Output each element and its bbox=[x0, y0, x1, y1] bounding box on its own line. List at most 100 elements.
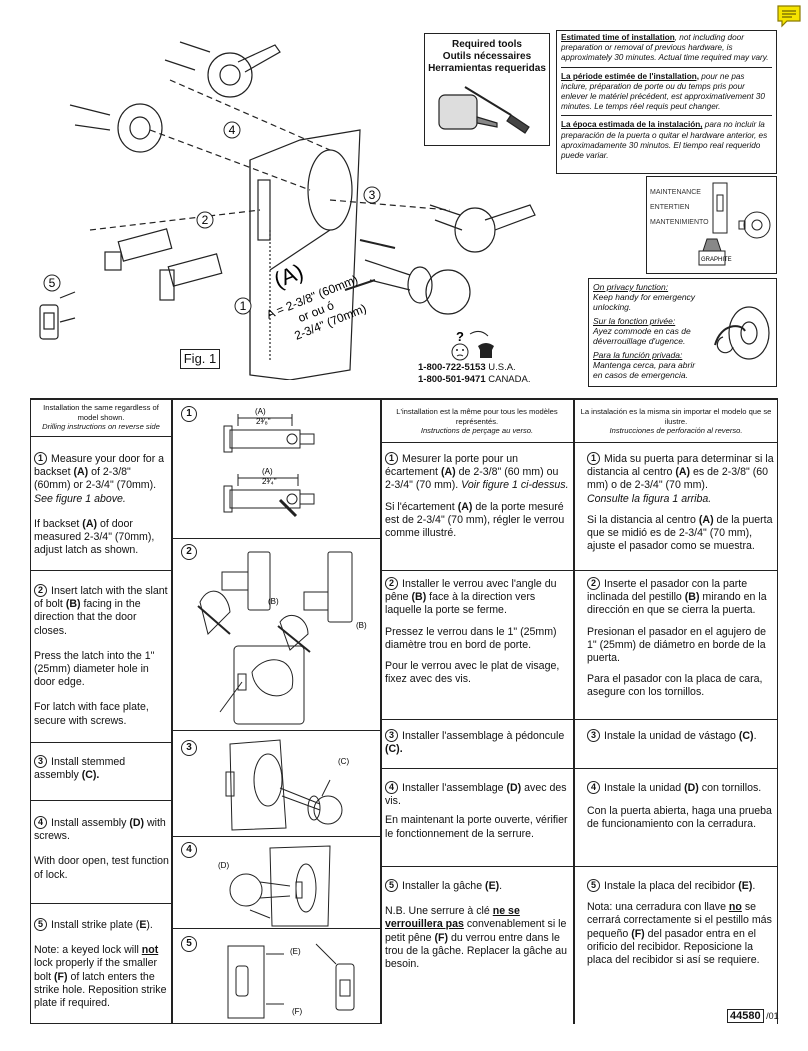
en-s1a: Measure your door for a backset bbox=[34, 453, 165, 479]
es-step-1-num: 1 bbox=[587, 452, 600, 465]
phone-us[interactable]: 1-800-722-5153 bbox=[418, 362, 486, 373]
priv-en-head: On privacy function: bbox=[593, 282, 669, 292]
maintenance-box: MAINTENANCE ENTERTIEN MANTENIMIENTO GRAP… bbox=[646, 176, 777, 274]
fr-s5f: convenablement si le petit pêne bbox=[385, 918, 567, 944]
time-fr-body: pour ne pas inclure, préparation de port… bbox=[561, 71, 765, 112]
maint-en: MAINTENANCE bbox=[650, 189, 701, 196]
en-s5g: (F) bbox=[54, 970, 68, 983]
en-step-3-num: 3 bbox=[34, 755, 47, 768]
help-phone-icon: ? bbox=[451, 329, 494, 361]
es-column-header: La instalación es la misma sin importar … bbox=[578, 407, 774, 436]
sep-diag-2 bbox=[171, 730, 381, 731]
fr-step-4-num: 4 bbox=[385, 781, 398, 794]
diag-1-num: 1 bbox=[181, 406, 197, 422]
sep-en-4 bbox=[30, 903, 172, 904]
required-tools-box: Required tools Outils nécessaires Herram… bbox=[424, 33, 550, 146]
en-s3b: (C). bbox=[81, 769, 100, 782]
maint-es: MANTENIMIENTO bbox=[650, 219, 709, 226]
es-s2c: mirando en la dirección en que se cierra… bbox=[587, 591, 767, 617]
en-s5d: Note: a keyed lock will bbox=[34, 944, 142, 957]
emergency-key-icon bbox=[714, 306, 770, 360]
en-s5a: Install strike plate ( bbox=[51, 919, 140, 931]
diag-3-c: (C) bbox=[338, 757, 349, 766]
sep-fres-1 bbox=[380, 570, 777, 571]
priv-es-body: Mantenga cerca, para abrir en casos de e… bbox=[593, 360, 696, 380]
en-s5c: ). bbox=[146, 919, 153, 931]
priv-fr-body: Ayez commode en cas de déverrouillage d'… bbox=[593, 326, 691, 346]
en-s1d: See figure 1 above. bbox=[34, 492, 126, 505]
grid-left-edge bbox=[30, 398, 31, 1024]
en-s1e: If backset bbox=[34, 517, 83, 530]
tools-title-es: Herramientas requeridas bbox=[428, 63, 546, 74]
latch-adjust-diagram: (A) 2³⁄₈" (A) 2³⁄₄" bbox=[223, 407, 315, 518]
document-code-rev: /01 bbox=[763, 1011, 779, 1021]
en-step-4-num: 4 bbox=[34, 816, 47, 829]
diag-5-e: (E) bbox=[290, 947, 301, 956]
sep-diag-1 bbox=[171, 538, 381, 539]
diag-2-num: 2 bbox=[181, 544, 197, 560]
es-s1c: es de 2-3/8" (60 mm) o de 2-3/4" (70 mm)… bbox=[587, 466, 769, 492]
fr-s2e: Pour le verrou avec le plat de visage, f… bbox=[385, 660, 560, 686]
es-s4a: Instale la unidad bbox=[604, 782, 685, 794]
es-s1e: Si la distancia al centro bbox=[587, 513, 699, 526]
en-s5h: of latch enters the strike hole. Reposit… bbox=[34, 970, 167, 1010]
callout-2: 2 bbox=[202, 213, 209, 227]
diag-4-num: 4 bbox=[181, 842, 197, 858]
strike-plate-diagram: (E) (F) bbox=[227, 943, 355, 1019]
fr-s4b: (D) bbox=[506, 782, 522, 794]
es-s1g: de la puerta que se midió es de 2-3/4" (… bbox=[587, 513, 773, 553]
es-s1d: Consulte la figura 1 arriba. bbox=[587, 492, 712, 505]
diag-4-d: (D) bbox=[218, 861, 229, 870]
fr-step-3-num: 3 bbox=[385, 729, 398, 742]
es-s2d: Presionan el pasador en el agujero de 1"… bbox=[587, 625, 767, 665]
es-s2a: Inserte el pasador con la parte inclinad… bbox=[587, 578, 748, 604]
document-code-number: 44580 bbox=[727, 1009, 764, 1023]
es-s5b: (E) bbox=[738, 880, 753, 892]
en-s2b: (B) bbox=[65, 598, 81, 611]
phone-ca[interactable]: 1-800-501-9471 bbox=[418, 374, 486, 385]
fr-s1g: de la porte mesuré est de 2-3/4" (70 mm)… bbox=[385, 500, 565, 540]
time-en-body: , not including door preparation or remo… bbox=[561, 33, 769, 63]
tools-title-fr: Outils nécessaires bbox=[442, 51, 532, 62]
en-s4b: (D) bbox=[129, 817, 145, 829]
grid-bottom-line bbox=[30, 1023, 380, 1024]
sep-en-3 bbox=[30, 800, 172, 801]
en-step-2-num: 2 bbox=[34, 584, 47, 597]
sep-en-1 bbox=[30, 570, 172, 571]
fr-s1c: de 2-3/8" (60 mm) ou 2-3/4" (70 mm). bbox=[385, 466, 559, 492]
graphite-label: GRAPHITE bbox=[701, 257, 732, 263]
es-head-1: La instalación es la misma sin importar … bbox=[580, 407, 772, 426]
en-s4a: Install assembly bbox=[51, 817, 130, 829]
fr-step-5-num: 5 bbox=[385, 879, 398, 892]
latch-insert-diagram: (B) (B) bbox=[197, 551, 367, 725]
es-s5h: del pasador entra en el orificio del rec… bbox=[587, 927, 760, 967]
grid-col1-right bbox=[171, 398, 173, 1024]
note-icon[interactable] bbox=[776, 4, 802, 28]
diag-2-b-left: (B) bbox=[268, 597, 279, 606]
es-s5g: (F) bbox=[631, 927, 645, 940]
fr-s5e: ne se verrouillera pas bbox=[385, 905, 520, 931]
fr-s2a: Installer le verrou avec l'angle du pêne bbox=[385, 578, 557, 604]
es-head-2: Instrucciones de perforación al reverso. bbox=[609, 426, 743, 435]
en-s2e: For latch with face plate, secure with s… bbox=[34, 701, 149, 727]
en-s5e: not bbox=[141, 944, 159, 957]
priv-es-head: Para la función privada: bbox=[593, 350, 683, 360]
fr-s1d: Voir figure 1 ci-dessus. bbox=[461, 479, 569, 492]
grid-right-edge bbox=[777, 398, 778, 1024]
es-step-3-num: 3 bbox=[587, 729, 600, 742]
fr-s5d: N.B. Une serrure à clé bbox=[385, 905, 493, 918]
diag-2-b-right: (B) bbox=[356, 621, 367, 630]
exploded-lock-diagram: 4 2 3 1 5 (A) A = 2-3/8" (60mm) or ou ó … bbox=[39, 41, 536, 380]
fr-step-1-num: 1 bbox=[385, 452, 398, 465]
sep-fr-head bbox=[380, 442, 777, 443]
es-s5d: Nota: una cerradura con llave bbox=[587, 901, 729, 914]
sep-fres-2 bbox=[380, 719, 777, 720]
